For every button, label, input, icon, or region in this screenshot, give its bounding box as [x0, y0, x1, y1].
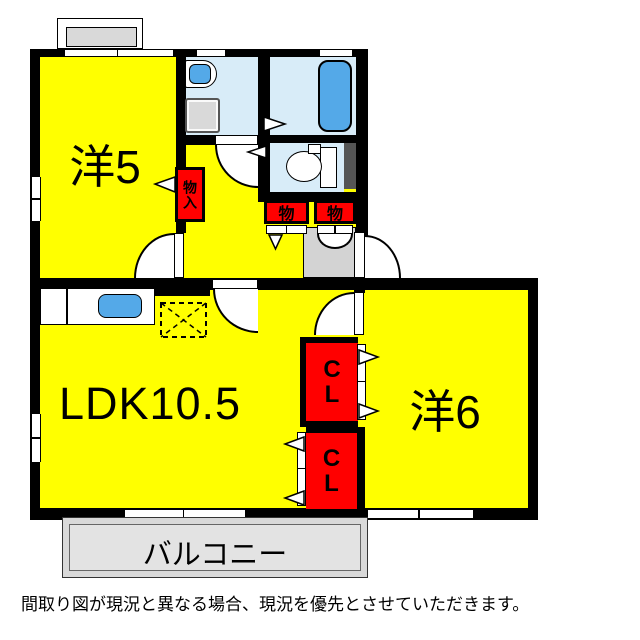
- window-sash: [116, 50, 119, 56]
- door-split-line: [285, 226, 288, 233]
- washroom-door-leaf: [215, 135, 258, 145]
- wall-right-lower: [528, 280, 538, 520]
- storage-hall-1-label: 物: [278, 206, 295, 223]
- door-split-line: [298, 467, 305, 470]
- wall-toilet-bottom: [258, 192, 368, 202]
- room-label-yo5: 洋5: [69, 141, 141, 193]
- door-split-line: [334, 226, 336, 233]
- kitchen-counter-divider: [66, 289, 68, 324]
- storage-hall-2-door: [317, 225, 353, 234]
- storage-hall-1-door: [266, 225, 307, 234]
- door-split-line: [358, 380, 365, 383]
- window-sash: [418, 510, 420, 518]
- entrance-door-swing: [365, 235, 401, 278]
- balcony: [62, 517, 368, 578]
- wall-bath-toilet: [270, 135, 356, 143]
- monoire-door-marker-icon: [152, 175, 176, 194]
- window-sash: [32, 437, 40, 439]
- wall-nook-stub: [354, 288, 365, 293]
- entrance-door-leaf: [354, 232, 365, 278]
- pipe-shaft: [344, 143, 356, 189]
- dining-table-marker: [160, 302, 207, 338]
- storage-monoire: 物入: [175, 167, 205, 222]
- window-washroom-top: [197, 49, 225, 57]
- closet-upper-label: CL: [323, 355, 341, 408]
- storage-monoire-label: 物入: [182, 179, 198, 210]
- window-yo5-left: [31, 177, 41, 221]
- closet-upper-marker-2-icon: [358, 402, 381, 420]
- window-sash: [32, 198, 40, 200]
- bay-window-inner: [66, 27, 137, 47]
- wall-yo5-right: [176, 49, 186, 233]
- toilet-tank: [320, 147, 337, 188]
- closet-lower-doors: [297, 432, 306, 506]
- yo5-door-leaf: [174, 233, 184, 278]
- window-ldk-left: [31, 414, 41, 462]
- room-label-ldk: LDK10.5: [58, 378, 242, 429]
- closet-upper: CL: [300, 337, 358, 427]
- closet-lower: CL: [306, 427, 365, 515]
- window-sash: [182, 510, 185, 518]
- storage-hall-2-label: 物: [326, 206, 343, 223]
- washing-machine-pan: [185, 98, 220, 133]
- window-yo6-bottom: [368, 509, 473, 519]
- wall-right-upper: [356, 49, 368, 278]
- bath-door-marker-icon: [263, 115, 288, 133]
- wall-washroom-bottom: [186, 135, 215, 145]
- window-bath-top: [320, 49, 352, 57]
- bathroom-sink-bowl: [189, 64, 211, 84]
- closet-lower-marker-2-icon: [282, 489, 305, 507]
- balcony-inner-line: [69, 524, 361, 571]
- room-label-yo6: 洋6: [409, 386, 481, 438]
- bathtub: [318, 60, 352, 132]
- wall-kitchen-stub: [155, 278, 210, 296]
- lower-block-floor: [40, 290, 528, 508]
- closet-lower-label: CL: [322, 444, 341, 497]
- disclaimer-text: 間取り図が現況と異なる場合、現況を優先とさせていただきます。: [21, 595, 530, 614]
- toilet-door-marker-icon: [245, 144, 267, 160]
- toilet-button: [308, 144, 321, 154]
- window-yo5-top: [65, 49, 173, 57]
- storage-hall-2: 物: [314, 200, 356, 224]
- ldk-door-leaf: [212, 279, 258, 289]
- storage-hall-1: 物: [264, 200, 309, 224]
- storage-hall-1-marker-icon: [267, 234, 284, 251]
- room-label-balcony: バルコニー: [142, 539, 288, 571]
- closet-lower-marker-1-icon: [282, 435, 305, 453]
- closet-upper-marker-1-icon: [358, 348, 381, 366]
- yo6-door-leaf: [354, 292, 364, 335]
- kitchen-sink: [98, 294, 142, 318]
- toilet-bowl: [286, 151, 322, 182]
- closet-upper-doors: [357, 344, 366, 420]
